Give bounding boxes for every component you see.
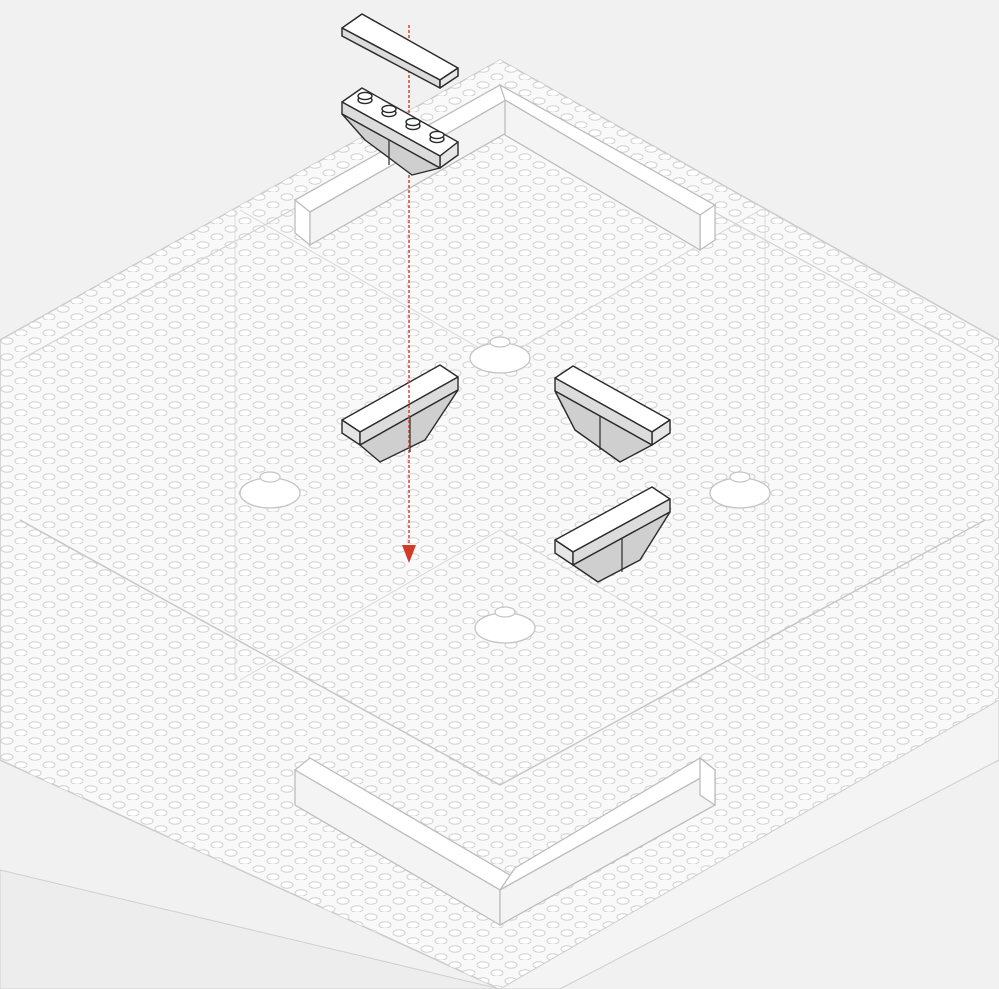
assembly-diagram [0, 0, 999, 989]
